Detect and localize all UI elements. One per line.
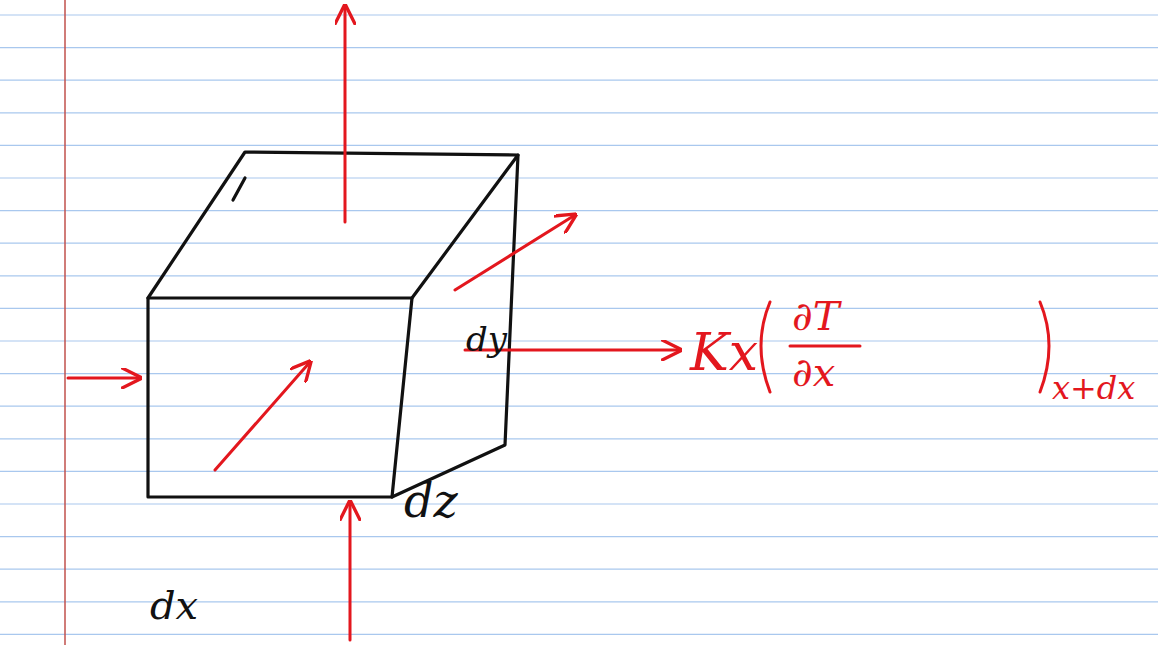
- dimension-label: dz: [404, 478, 458, 524]
- formula-text: Kx: [690, 326, 758, 378]
- formula-text: ∂T: [792, 296, 839, 336]
- margin-line: [64, 0, 66, 645]
- formula-text: ∂x: [792, 352, 835, 392]
- heat-flux-arrows: [68, 6, 680, 640]
- dimension-label: dy: [466, 322, 507, 356]
- formula-text: x+dx: [1052, 372, 1135, 404]
- cube-outline: [148, 152, 518, 497]
- ruled-lines: [0, 15, 1158, 634]
- dimension-label: dx: [150, 585, 198, 625]
